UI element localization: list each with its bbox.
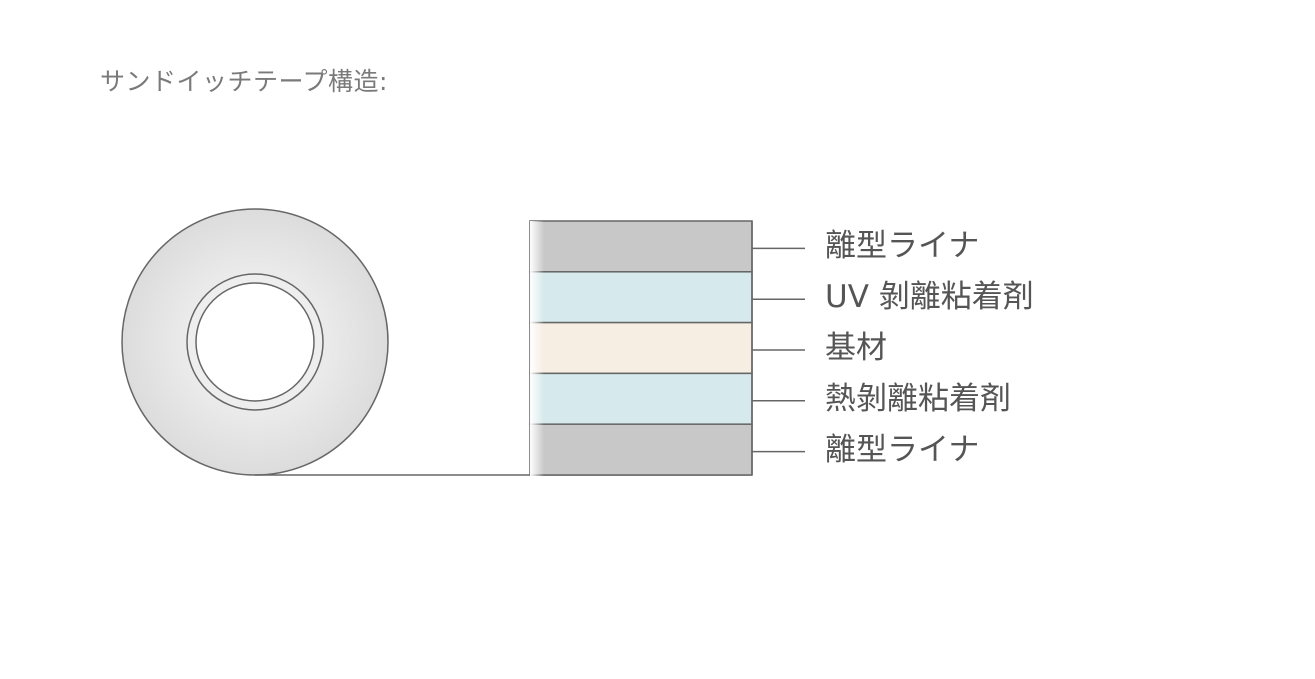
tape-roll — [121, 208, 752, 476]
layer-label: UV 剝離粘着剤 — [825, 279, 1034, 316]
diagram-title: サンドイッチテープ構造: — [100, 67, 388, 96]
layer-label: 基材 — [825, 330, 887, 366]
layer-label: 離型ライナ — [825, 228, 980, 265]
layer-label: 離型ライナ — [825, 431, 980, 468]
roll-core-inner — [195, 282, 315, 402]
layer-label: 熱剝離粘着剤 — [825, 380, 1011, 417]
